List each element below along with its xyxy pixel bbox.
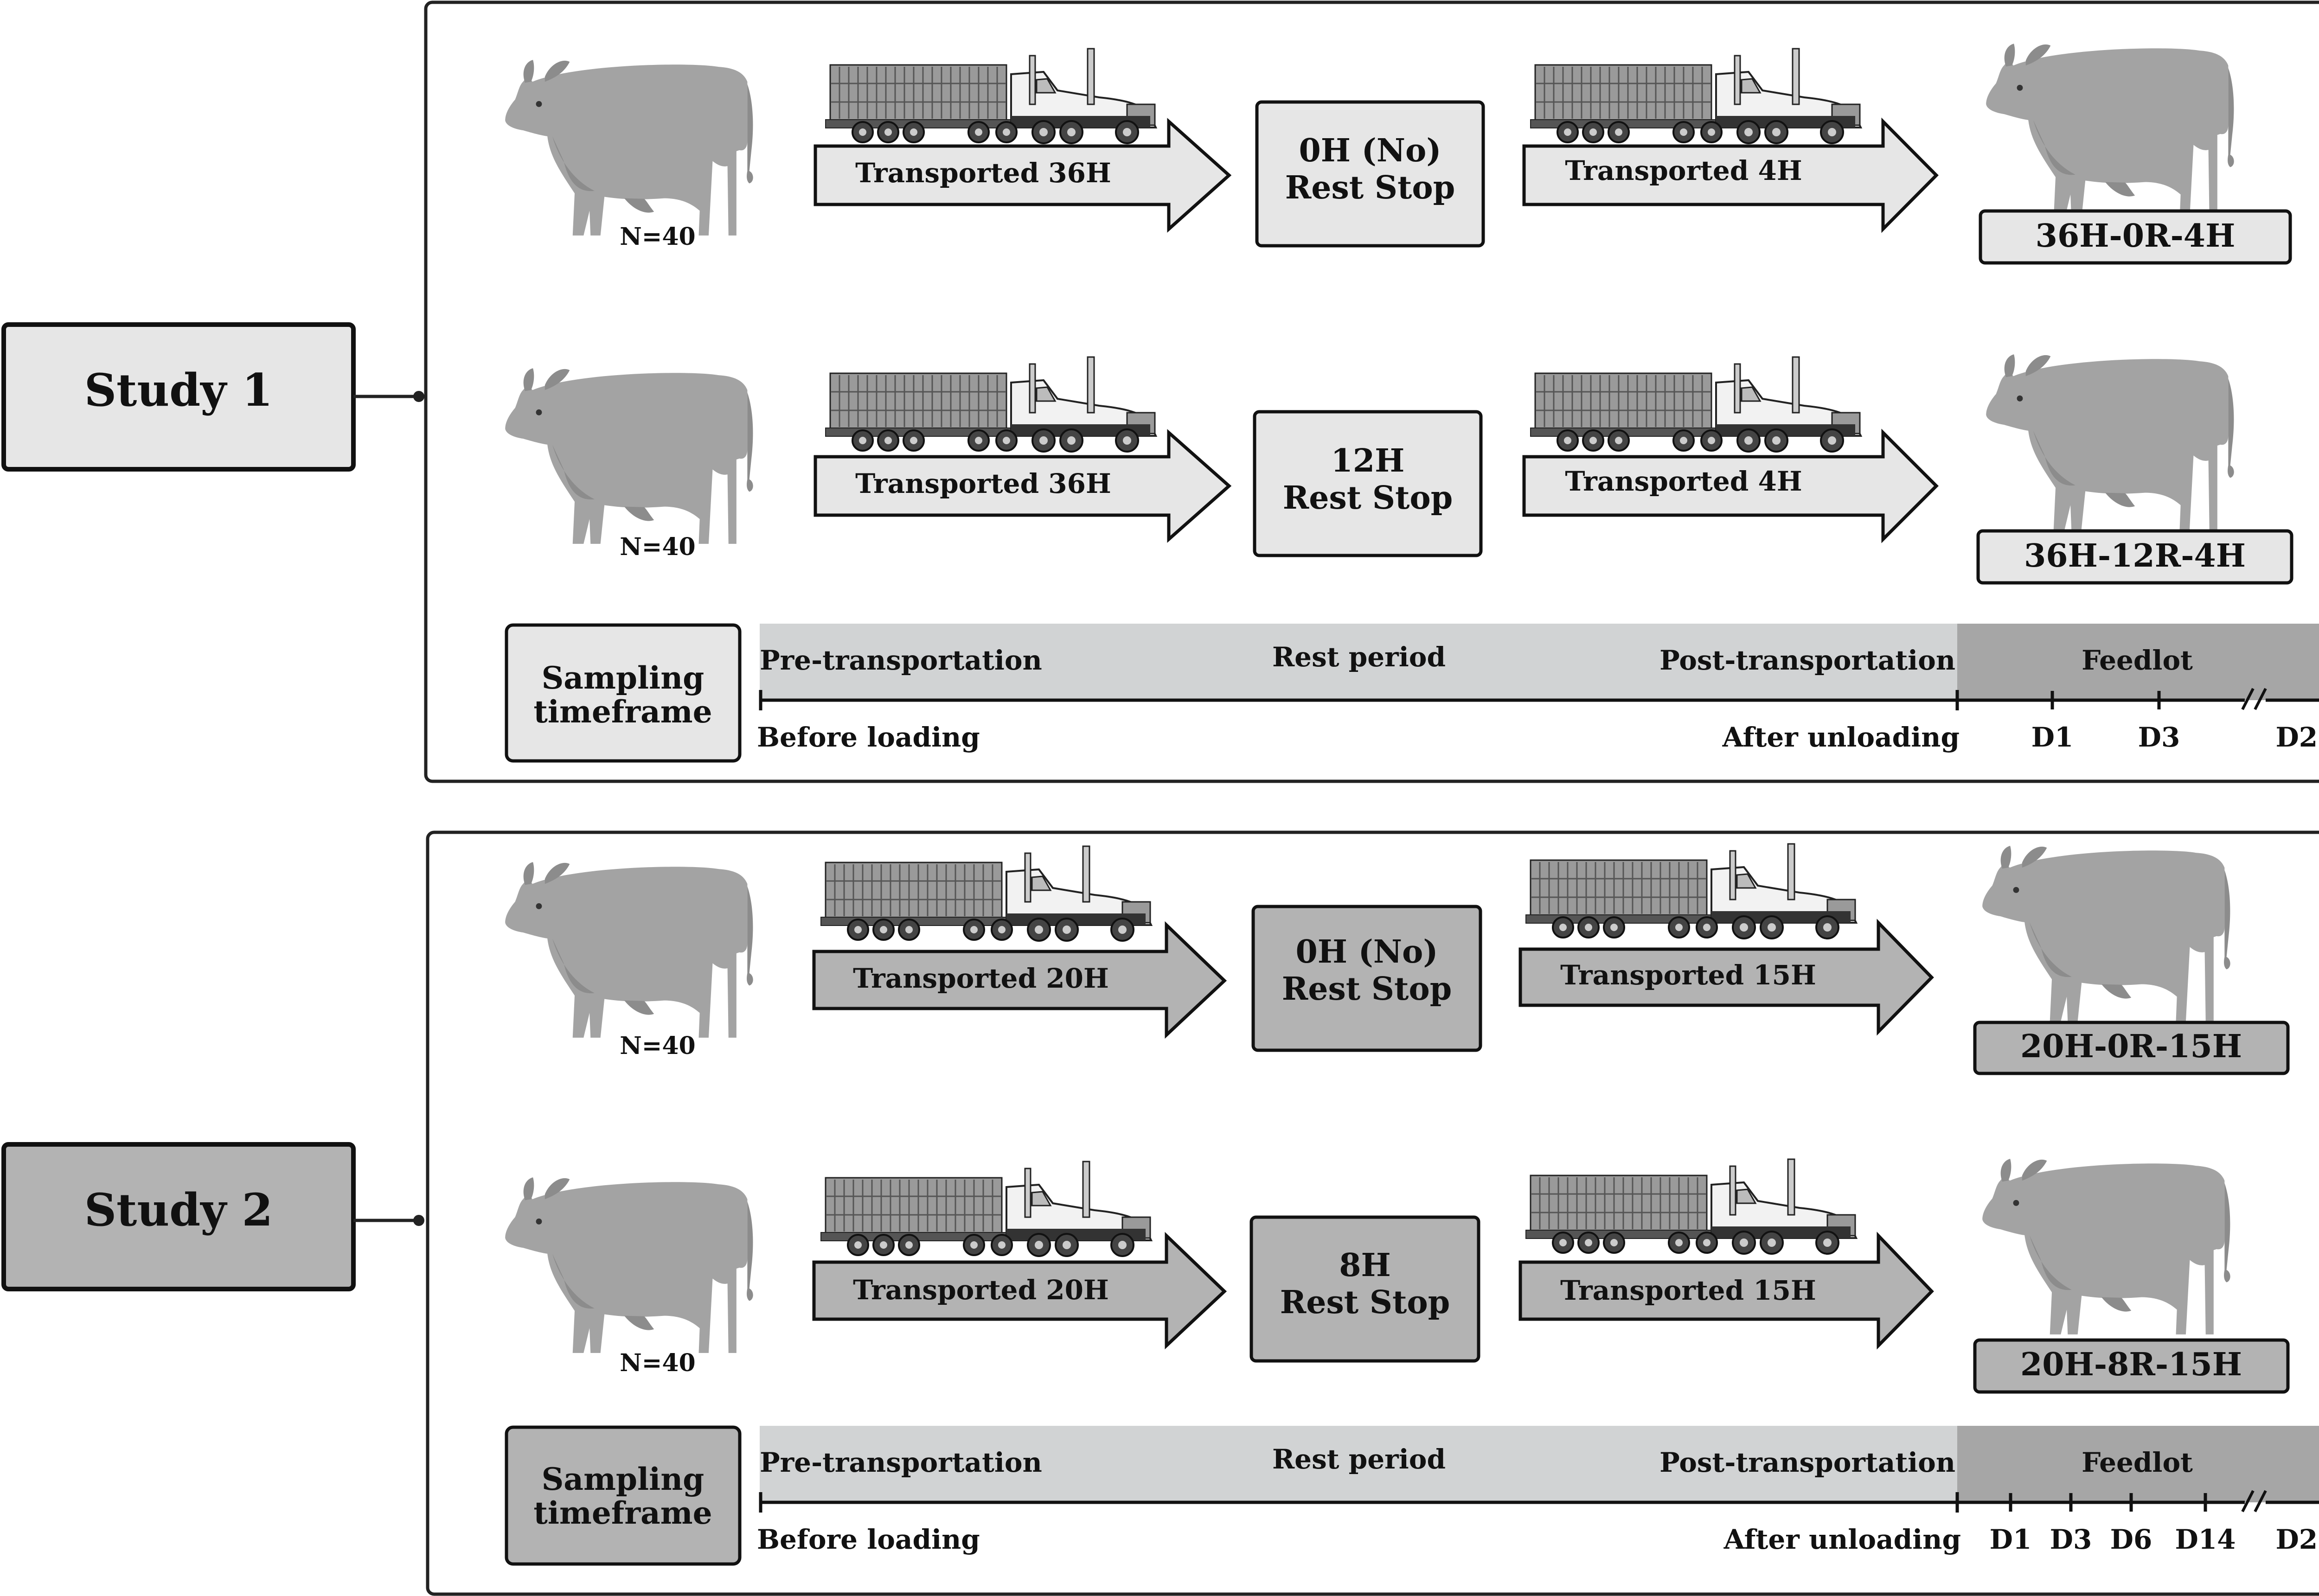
transport-arrow bbox=[814, 429, 1232, 543]
transport-arrow bbox=[814, 118, 1232, 233]
group-size-label: N=40 bbox=[620, 533, 695, 561]
rest-stop-label: Rest Stop bbox=[1282, 970, 1452, 1008]
treatment-result-box bbox=[1976, 529, 2293, 585]
timepoint-after-unloading: After unloading bbox=[1722, 721, 1960, 753]
rest-stop-label: Rest Stop bbox=[1283, 479, 1453, 517]
timepoint-day: D14 bbox=[2175, 1524, 2236, 1555]
transport-leg-1-label: Transported 20H bbox=[853, 963, 1109, 994]
sampling-label-box bbox=[505, 1425, 742, 1566]
transport-arrow bbox=[812, 1232, 1227, 1350]
group-size-label: N=40 bbox=[620, 223, 695, 251]
study-2-group-1: N=40 Transported 20H 0H (No) Rest Stop T… bbox=[505, 843, 2290, 1075]
axis-break-mark bbox=[2254, 688, 2267, 710]
group-size-label: N=40 bbox=[620, 1032, 695, 1060]
transport-arrow bbox=[1518, 1232, 1934, 1350]
transport-arrow bbox=[812, 921, 1227, 1039]
rest-stop-label: Rest Stop bbox=[1285, 169, 1455, 206]
transport-phase-band bbox=[760, 624, 1957, 700]
transport-leg-2-label: Transported 15H bbox=[1560, 1275, 1816, 1306]
treatment-result-label: 36H-12R-4H bbox=[2024, 537, 2246, 575]
feedlot-phase-band bbox=[1957, 624, 2319, 700]
rest-stop-duration: 0H (No) bbox=[1299, 132, 1441, 169]
rest-stop-label: Rest Stop bbox=[1280, 1284, 1450, 1321]
timepoint-after-unloading: After unloading bbox=[1723, 1524, 1961, 1555]
treatment-result-label: 20H-0R-15H bbox=[2020, 1028, 2242, 1065]
sampling-label-line-2: timeframe bbox=[533, 694, 712, 730]
phase-pre-transportation: Pre-transportation bbox=[760, 1447, 1042, 1478]
rest-stop-duration: 8H bbox=[1339, 1247, 1391, 1284]
timepoint-day: D3 bbox=[2050, 1524, 2092, 1555]
transport-arrow bbox=[1522, 428, 1939, 543]
treatment-result-label: 20H-8R-15H bbox=[2020, 1346, 2242, 1383]
timepoint-day: D28 bbox=[2275, 1524, 2319, 1555]
timepoint-before-loading: Before loading bbox=[757, 1524, 980, 1555]
sampling-label-line-1: Sampling bbox=[542, 1461, 705, 1497]
transport-leg-2-label: Transported 4H bbox=[1565, 466, 1802, 497]
transport-leg-2-label: Transported 15H bbox=[1560, 959, 1816, 991]
study-1-sampling-timeframe: Sampling timeframe Pre-transportation Re… bbox=[505, 623, 2319, 763]
treatment-result-box bbox=[1973, 1021, 2290, 1075]
treatment-result-box bbox=[1973, 1338, 2290, 1394]
timepoint-day: D1 bbox=[2031, 721, 2074, 753]
study-2-group-2: N=40 Transported 20H 8H Rest Stop Transp… bbox=[505, 1158, 2290, 1394]
axis-break-mark bbox=[2241, 688, 2255, 710]
phase-rest-period: Rest period bbox=[1272, 641, 1446, 673]
treatment-result-label: 36H-0R-4H bbox=[2036, 217, 2236, 255]
rest-stop-box bbox=[1253, 410, 1483, 557]
transport-arrow bbox=[1518, 919, 1934, 1036]
phase-feedlot: Feedlot bbox=[2082, 645, 2193, 676]
treatment-result-box bbox=[1979, 209, 2292, 265]
study-1-group-1: N=40 Transported 36H 0H (No) Rest Stop T… bbox=[505, 44, 2292, 265]
phase-post-transportation: Post-transportation bbox=[1659, 1447, 1955, 1478]
timepoint-day: D6 bbox=[2110, 1524, 2152, 1555]
phase-feedlot: Feedlot bbox=[2082, 1447, 2193, 1478]
study-2-section: Study 2 N=40 Transported 20H 0H (No) Res… bbox=[1, 830, 2319, 1596]
phase-pre-transportation: Pre-transportation bbox=[760, 645, 1042, 676]
phase-post-transportation: Post-transportation bbox=[1659, 645, 1955, 676]
timepoint-before-loading: Before loading bbox=[757, 721, 980, 753]
axis-break-mark bbox=[2254, 1490, 2267, 1513]
study-2-label-box bbox=[1, 1142, 356, 1291]
study-2-frame bbox=[426, 830, 2319, 1596]
study-1-connector-dot bbox=[413, 391, 424, 402]
timepoint-day: D1 bbox=[1990, 1524, 2032, 1555]
transport-leg-1-label: Transported 36H bbox=[855, 468, 1111, 499]
rest-stop-duration: 0H (No) bbox=[1295, 933, 1438, 970]
study-1-label: Study 1 bbox=[84, 364, 273, 416]
timepoint-day: D3 bbox=[2138, 721, 2180, 753]
transport-leg-2-label: Transported 4H bbox=[1565, 155, 1802, 186]
sampling-label-line-1: Sampling bbox=[542, 660, 705, 696]
sampling-label-box bbox=[505, 623, 742, 763]
study-2-sampling-timeframe: Sampling timeframe Pre-transportation Re… bbox=[505, 1425, 2319, 1566]
axis-break-mark bbox=[2241, 1490, 2255, 1513]
group-size-label: N=40 bbox=[620, 1349, 695, 1377]
rest-stop-box bbox=[1251, 905, 1482, 1052]
rest-stop-duration: 12H bbox=[1331, 442, 1405, 479]
transport-arrow bbox=[1522, 117, 1939, 233]
feedlot-phase-band bbox=[1957, 1426, 2319, 1502]
phase-rest-period: Rest period bbox=[1272, 1443, 1446, 1475]
transport-phase-band bbox=[760, 1426, 1957, 1502]
study-2-label: Study 2 bbox=[84, 1184, 273, 1236]
rest-stop-box bbox=[1249, 1215, 1480, 1363]
transport-leg-1-label: Transported 36H bbox=[855, 157, 1111, 189]
study-1-group-2: N=40 Transported 36H 12H Rest Stop Trans… bbox=[505, 354, 2293, 585]
transport-leg-1-label: Transported 20H bbox=[853, 1274, 1109, 1306]
study-2-connector-dot bbox=[413, 1215, 424, 1226]
rest-stop-box bbox=[1255, 100, 1485, 248]
sampling-label-line-2: timeframe bbox=[533, 1495, 712, 1531]
timepoint-day: D28 bbox=[2275, 721, 2319, 753]
study-1-section: Study 1 N=40 Transported 36H 0H (No) Res… bbox=[1, 0, 2319, 783]
